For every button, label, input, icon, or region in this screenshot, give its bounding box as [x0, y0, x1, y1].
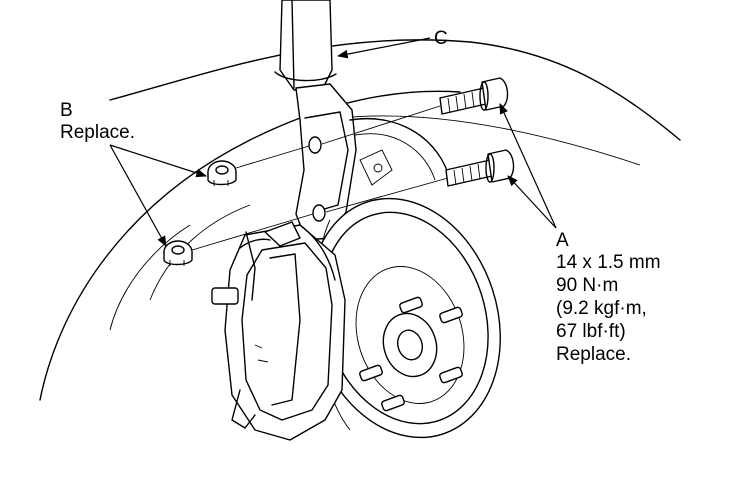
- flange-bolt-lower: [445, 149, 515, 187]
- callout-a-size: 14 x 1.5 mm: [556, 252, 661, 273]
- leader-a-lower: [507, 175, 557, 229]
- callout-a-letter: A: [556, 230, 569, 251]
- caliper-bleeder: [211, 287, 239, 305]
- callout-c: C: [434, 28, 448, 49]
- flange-bolt-upper: [439, 77, 509, 115]
- bracket-lower-bolt-hole: [312, 204, 326, 222]
- callout-a-torque-lbf: 67 lbf·ft): [556, 321, 626, 342]
- callout-b: B Replace.: [60, 100, 135, 143]
- callout-c-letter: C: [434, 28, 448, 49]
- flange-nut-lower: [163, 240, 193, 266]
- callout-b-note: Replace.: [60, 122, 135, 143]
- flange-nut-upper: [207, 160, 237, 186]
- brake-caliper: [211, 224, 346, 441]
- callout-a: A 14 x 1.5 mm 90 N·m (9.2 kgf·m, 67 lbf·…: [556, 230, 661, 365]
- wheel-studs: [359, 296, 463, 412]
- callout-a-note: Replace.: [556, 344, 631, 365]
- callout-a-torque-kgf: (9.2 kgf·m,: [556, 298, 647, 319]
- leader-a-upper: [499, 103, 557, 229]
- wheel-hub: [382, 312, 438, 378]
- leader-c: [336, 37, 431, 59]
- brake-hose-bracket: [239, 221, 301, 249]
- splash-shield: [349, 118, 451, 186]
- leader-lines: [109, 37, 557, 247]
- strut-bracket: [295, 83, 357, 241]
- alignment-lines: [191, 105, 449, 251]
- bracket-upper-bolt-hole: [308, 136, 322, 154]
- wheel-well-outline: [39, 39, 681, 401]
- strut-assembly: [274, 0, 337, 91]
- leader-b-upper: [109, 144, 208, 178]
- callout-a-torque-nm: 90 N·m: [556, 275, 618, 296]
- leader-b-lower: [109, 144, 167, 247]
- callout-b-letter: B: [60, 100, 73, 121]
